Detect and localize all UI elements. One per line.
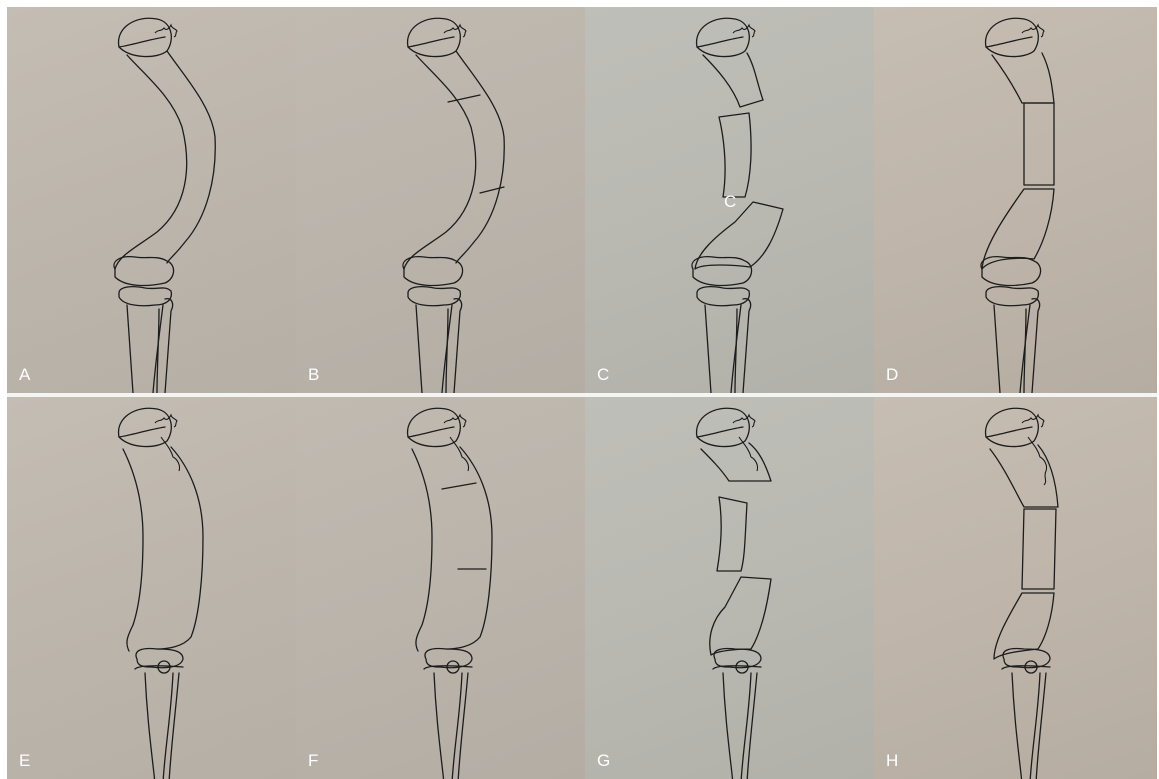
panel-label: F xyxy=(308,752,318,769)
panel-label: D xyxy=(886,366,898,383)
femur-bowed-illustration xyxy=(7,7,296,393)
femur-straightened-illustration xyxy=(874,397,1157,779)
panel-f: F xyxy=(296,393,585,779)
panel-label: E xyxy=(19,752,30,769)
segment-label: C xyxy=(724,193,736,210)
panel-h: H xyxy=(874,393,1157,779)
panel-label: C xyxy=(597,366,609,383)
femur-osteotomy-lines-illustration xyxy=(296,397,585,779)
panel-label: A xyxy=(19,366,30,383)
panel-c: C C xyxy=(585,7,874,393)
panel-label: B xyxy=(308,366,319,383)
panel-a: A xyxy=(7,7,296,393)
femur-bowed-illustration xyxy=(7,397,296,779)
femur-straightened-illustration xyxy=(874,7,1157,393)
panel-e: E xyxy=(7,393,296,779)
femur-osteotomy-lines-illustration xyxy=(296,7,585,393)
panel-label: G xyxy=(597,752,610,769)
figure-grid: A B C C D xyxy=(7,7,1157,777)
panel-d: D xyxy=(874,7,1157,393)
panel-label: H xyxy=(886,752,898,769)
femur-segments-separated-illustration xyxy=(585,397,874,779)
panel-b: B xyxy=(296,7,585,393)
panel-g: G xyxy=(585,393,874,779)
